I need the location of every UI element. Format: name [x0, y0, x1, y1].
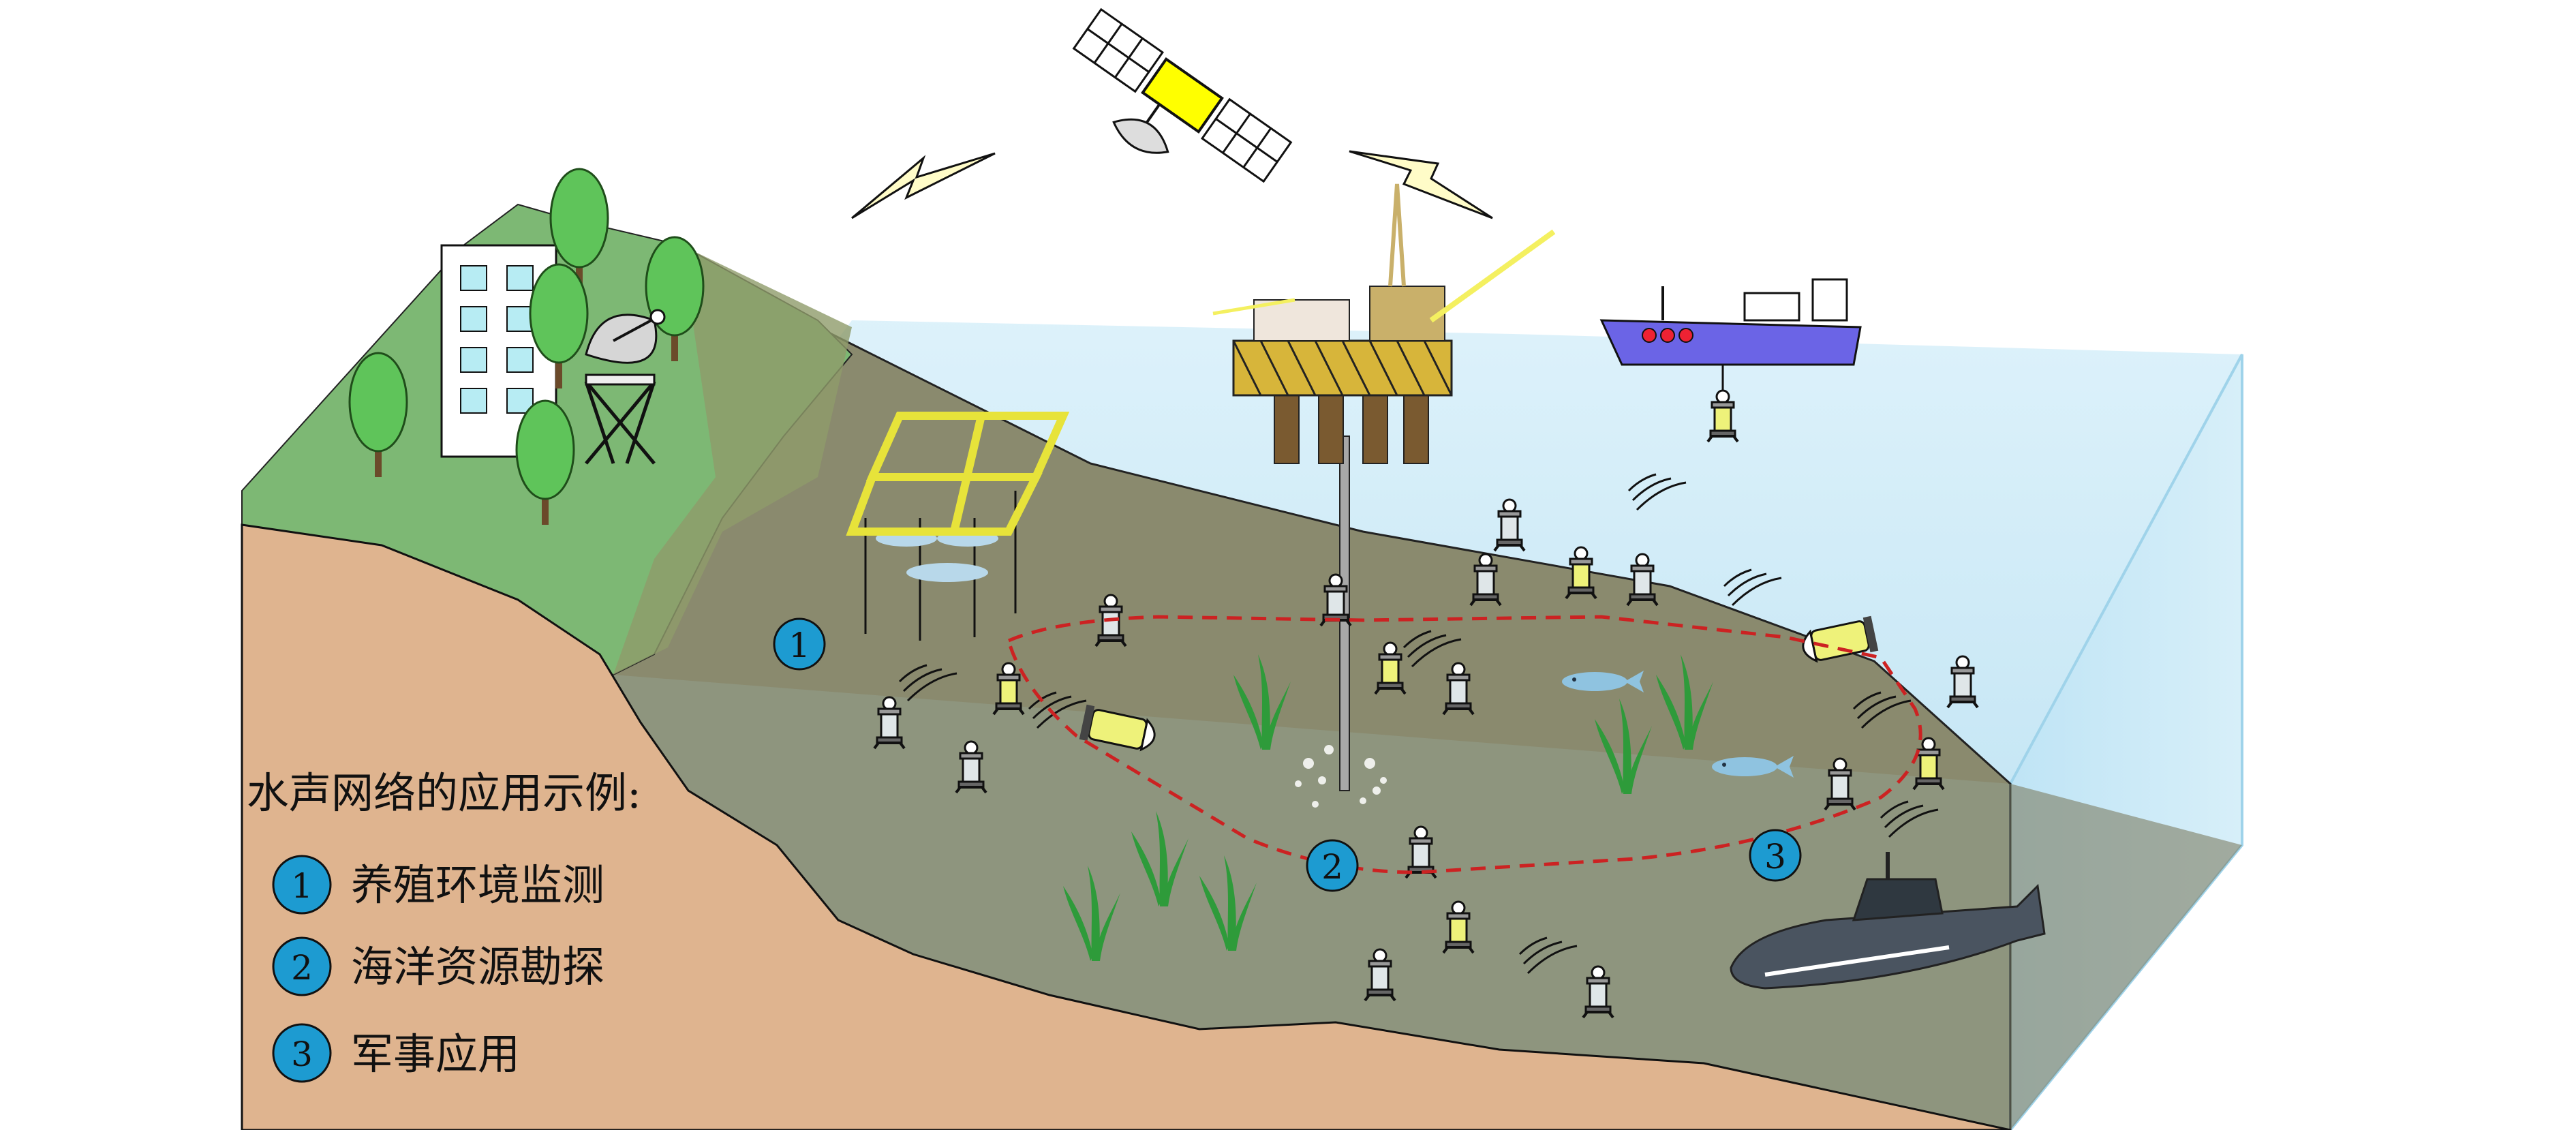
sediment-layer	[241, 523, 2011, 1130]
marker-aquaculture: 1	[773, 617, 826, 671]
satellite-dish-icon	[584, 309, 666, 465]
oil-platform-icon	[1212, 183, 1556, 791]
marker-exploration: 2	[1306, 839, 1359, 892]
svg-text:2: 2	[291, 948, 313, 988]
ship-icon	[1599, 278, 1862, 443]
svg-text:2: 2	[1321, 847, 1343, 887]
auv-left-icon	[1079, 704, 1156, 752]
auv-right-icon	[1802, 615, 1879, 663]
network-route	[1006, 615, 1922, 874]
svg-text:1: 1	[291, 866, 313, 906]
svg-text:3: 3	[1764, 837, 1786, 876]
aquaculture-cage-icon	[846, 412, 1070, 641]
marker-military: 3	[1749, 829, 1802, 882]
satellite-icon	[1072, 7, 1293, 183]
legend: 水声网络的应用示例: 1 养殖环境监测 2 海洋资源勘探 3 军事应用	[247, 768, 641, 1083]
svg-text:1: 1	[788, 626, 810, 665]
legend-title: 水声网络的应用示例:	[247, 768, 641, 818]
legend-item-aquaculture: 1 养殖环境监测	[272, 855, 604, 915]
signal-lightning-left-icon	[851, 152, 996, 219]
svg-text:养殖环境监测: 养殖环境监测	[351, 860, 604, 910]
signal-lightning-right-icon	[1349, 150, 1493, 219]
legend-item-exploration: 2 海洋资源勘探	[272, 936, 604, 996]
bubbles	[1295, 745, 1387, 808]
svg-text:3: 3	[291, 1035, 313, 1074]
svg-text:海洋资源勘探: 海洋资源勘探	[351, 942, 604, 992]
legend-item-military: 3 军事应用	[272, 1023, 520, 1083]
svg-text:军事应用: 军事应用	[351, 1029, 520, 1079]
submarine-icon	[1730, 852, 2046, 990]
